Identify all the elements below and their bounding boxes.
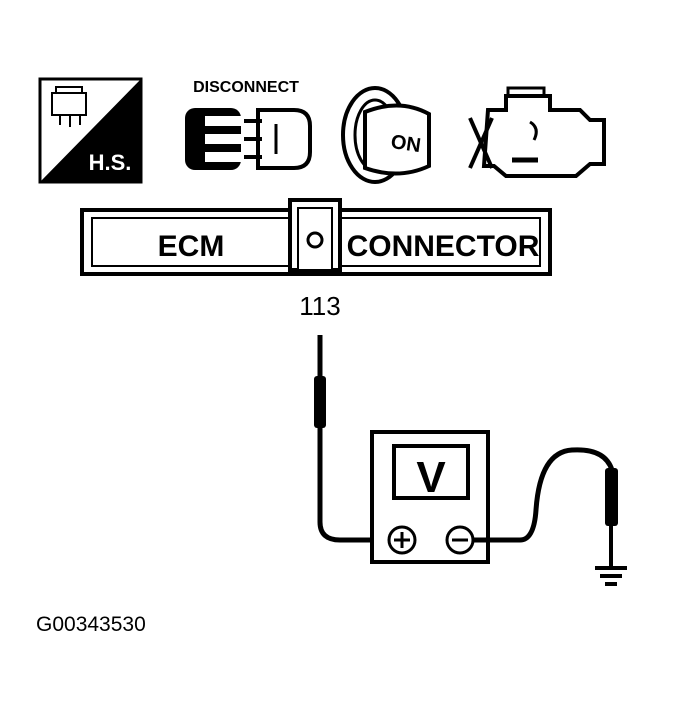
disconnect-label: DISCONNECT [193, 79, 299, 96]
positive-probe [314, 335, 386, 543]
ecm-label: ECM [158, 230, 225, 263]
ecm-connector: ECM CONNECTOR [80, 198, 552, 276]
negative-probe [473, 447, 618, 566]
figure-id: G00343530 [36, 613, 146, 636]
ground-symbol-icon [595, 566, 627, 586]
voltmeter-display-label: V [416, 453, 446, 502]
disconnect-connector-icon: DISCONNECT [185, 79, 312, 170]
ignition-on-label: ON [389, 131, 422, 157]
pin-number-label: 113 [299, 291, 340, 321]
hand-tool-hs-icon: H.S. [38, 77, 143, 184]
connector-pin [306, 231, 324, 249]
hs-label: H.S. [89, 150, 132, 175]
voltmeter: V [370, 430, 490, 564]
engine-off-icon [468, 86, 606, 178]
connector-label: CONNECTOR [347, 230, 540, 263]
ignition-key-on-icon: ON [341, 86, 431, 184]
